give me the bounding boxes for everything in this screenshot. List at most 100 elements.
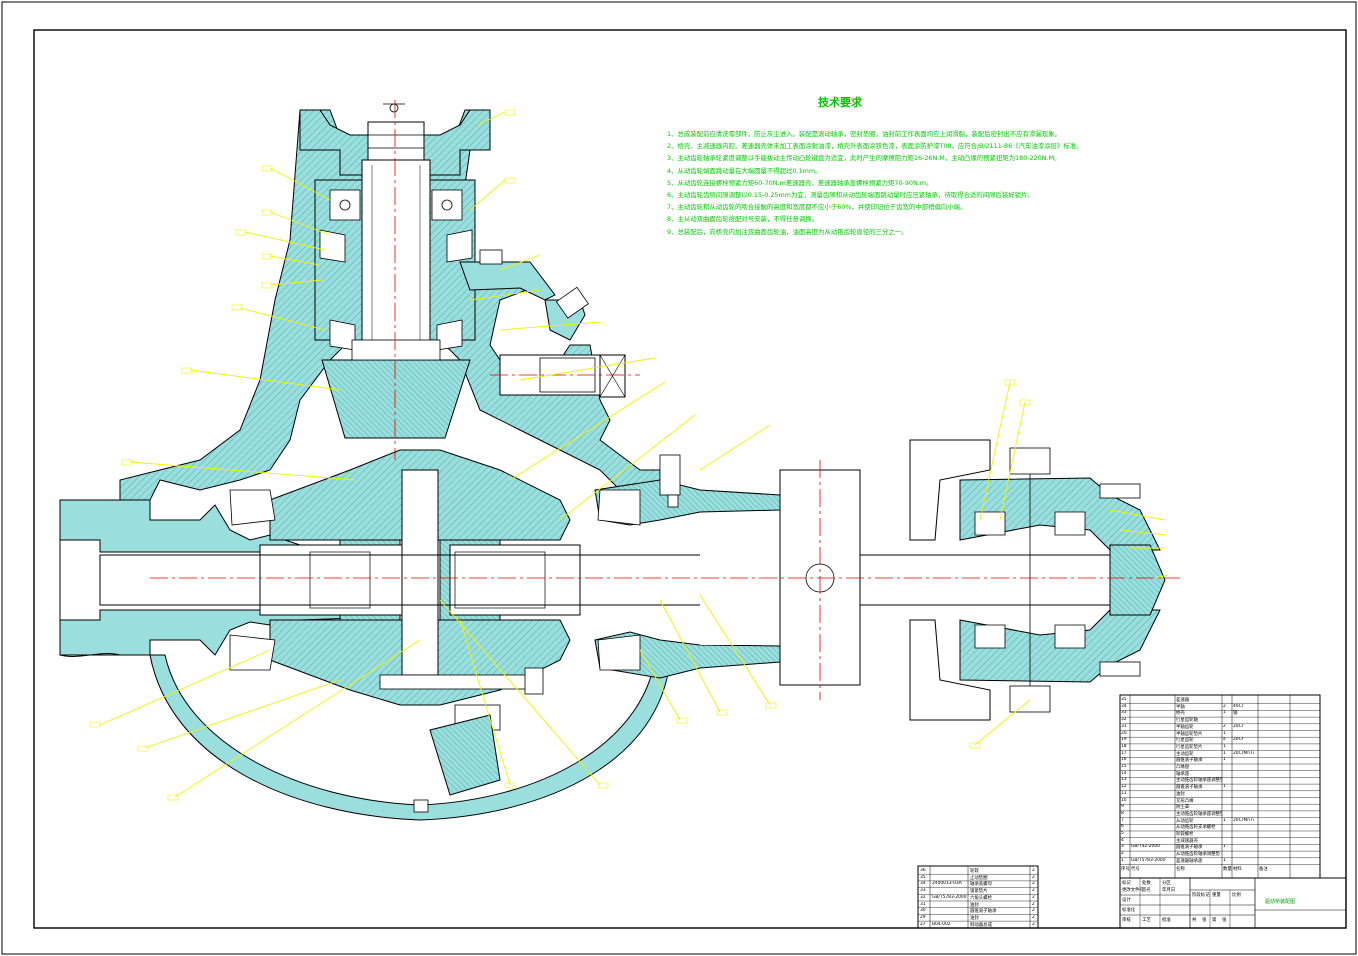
title-block-label: 标记 [1122, 881, 1131, 886]
bom-right-header-cell: 材料 [1233, 866, 1242, 872]
bom-right-cell: 13 [1121, 777, 1127, 783]
bom-right-header-cell: 代号 [1131, 866, 1140, 872]
bom-right-cell: 19 [1121, 737, 1127, 743]
bom-left-cell: 29 [920, 914, 926, 920]
bom-left-cell: 2 [1032, 868, 1035, 873]
bom-right-cell: 2 [1223, 703, 1226, 709]
title-block-label: 共 [1192, 918, 1197, 923]
title-block-label: 年月日 [1162, 888, 1176, 893]
bom-left-cell: 轮毂 [970, 869, 979, 874]
bom-right-cell: 桥壳 [1176, 711, 1185, 717]
tech-requirement-item: 4、从动齿轮端面跳动量在大端圆量不得超过0.1mm。 [667, 166, 822, 175]
bom-right-cell: 10 [1121, 797, 1127, 803]
bom-left-cell: 27 [920, 921, 926, 927]
bom-right-cell: 34 [1121, 703, 1127, 709]
bom-right-row-lines [1120, 703, 1320, 865]
bom-right-cell: 圆锥滚子轴承 [1176, 785, 1203, 791]
title-block-label: 标准化 [1122, 908, 1136, 913]
title-block-label: 审核 [1122, 918, 1131, 923]
bom-right-cell: 20Cr [1233, 723, 1244, 729]
bom-right-cell: 11 [1121, 790, 1127, 796]
bom-right-cell: 17 [1121, 750, 1127, 756]
bom-right-cell: 半轴齿轮垫片 [1176, 731, 1203, 737]
bom-left-cell: 止动垫圈 [970, 875, 988, 881]
title-block-label: 分区 [1162, 881, 1171, 886]
bom-right-cell: 1 [1223, 730, 1226, 736]
bom-left-cell: GB/T5783-2000 [932, 894, 967, 900]
bom-right-cell: 油封 [1176, 791, 1185, 797]
bom-left-cell: 2 [1032, 908, 1035, 914]
bom-right-cell: 14 [1121, 770, 1127, 776]
bom-left-cell: 油封 [970, 902, 979, 908]
bom-left-cell: 2 [1032, 914, 1035, 920]
bom-right-cell: 半轴 [1176, 704, 1185, 710]
bom-right-cell: 圆锥滚子轴承 [1176, 845, 1203, 851]
bom-right-cell: 防尘罩 [1176, 805, 1190, 811]
bom-right-cell: 35 [1121, 697, 1127, 702]
bom-right-header-cell: 名称 [1176, 866, 1185, 872]
bom-right-cell: 轮毂螺栓 [1176, 832, 1194, 837]
bom-left-row-lines [918, 874, 1038, 928]
title-block-label: 签名 [1142, 888, 1151, 893]
bom-right-cell: 5 [1121, 831, 1124, 836]
bom-right-cell: 3 [1121, 844, 1124, 850]
bom-left-cell: 2 [1032, 888, 1035, 894]
title-block [1119, 877, 1347, 929]
bom-left-cell: 2 [1032, 894, 1035, 900]
inner-frame [33, 29, 1347, 929]
bom-right-header-cell: 备注 [1259, 866, 1268, 872]
title-block-label: 重量 [1212, 893, 1221, 898]
title-block-label: 比例 [1232, 893, 1241, 898]
bom-right-cell: 从动齿轮 [1176, 818, 1194, 824]
bom-right-cell: 1 [1223, 750, 1226, 756]
bom-left-cell: 轴承盖螺母 [970, 882, 992, 888]
bom-right-cell: 1 [1223, 743, 1226, 749]
bom-left-cell: 制动器总成 [970, 922, 992, 928]
bom-right-cell: 15 [1121, 764, 1127, 769]
bom-right-cell: 40Cr [1233, 703, 1244, 709]
bom-right-cell: 轴承座 [1176, 771, 1190, 777]
bom-right-cell: 行星齿轮垫片 [1176, 744, 1203, 750]
bom-right-cell: 差速器 [1176, 698, 1190, 703]
bom-right-cell: 1 [1223, 757, 1226, 763]
bom-right-cell: 行星齿轮 [1176, 738, 1194, 744]
bom-right-cell: 4 [1121, 837, 1124, 843]
bom-right-cell: 2 [1223, 723, 1226, 729]
bom-left-cell: 六角头螺栓 [970, 895, 992, 901]
tech-requirement-item: 6、主动齿轮齿侧间隙调整以0.15-0.25mm为宜，测量齿隙和从动齿轮端面跳动… [667, 191, 1034, 200]
bom-right-cell: 主动齿轮 [1176, 751, 1194, 757]
bom-left-cell: 2 [1032, 901, 1035, 907]
bom-right-cell: 1 [1223, 844, 1226, 850]
bom-left-cell: 36 [920, 868, 926, 873]
bom-right-cell: 行星齿轮轴 [1176, 718, 1198, 724]
bom-right-cell: 钢 [1233, 711, 1238, 717]
bom-right-cell: 31 [1121, 723, 1127, 729]
bom-right-cell: 从动锥齿轮支承螺栓 [1176, 825, 1216, 831]
title-block-label: 第 [1212, 918, 1217, 923]
bom-left-cell: 圆锥滚子轴承 [970, 909, 997, 915]
bom-right-cell: 主减速器壳 [1176, 838, 1198, 844]
wheel-hub [909, 439, 1166, 721]
title-block-label: 工艺 [1142, 918, 1151, 923]
bom-right-cell: 1 [1223, 710, 1226, 716]
title-block-label: 设计 [1122, 898, 1131, 903]
title-block-label: 阶段标记 [1192, 893, 1210, 898]
bom-left-cell: 34 [920, 881, 926, 887]
tech-requirement-item: 2、桥壳、主减速器内腔、差速器壳体未加工表面涂耐油漆，桥壳外表面涂铁色漆，表面涂… [667, 142, 1083, 151]
tech-requirements-list: 1、总成装配前应清洗零部件，防止灰尘进入。装配是滚动轴承，密封垫圈，油封前工作表… [667, 128, 1227, 238]
bom-right-cell: GB/T5783-2000 [1131, 857, 1166, 863]
bom-right-cell: 20 [1121, 730, 1127, 736]
bom-right-cell: 4 [1223, 737, 1226, 743]
bom-right-cell: 圆锥滚子轴承 [1176, 758, 1203, 764]
bom-left-cell: 32 [920, 894, 926, 900]
leader-lines [99, 111, 1169, 798]
title-block-label: 张 [1202, 918, 1207, 923]
title-block-label: 批准 [1162, 918, 1171, 923]
bom-right-header-cell: 序号 [1121, 866, 1130, 872]
differential [229, 449, 641, 813]
center-lines [150, 100, 1180, 700]
bom-right-cell: GB/T42-2000 [1131, 844, 1160, 850]
tech-requirement-item: 9、总装配后，向桥壳内加注双曲面齿轮油，油面高度为从动锥齿轮直径的三分之一。 [667, 227, 908, 236]
bom-right-cell: 7 [1121, 817, 1124, 823]
